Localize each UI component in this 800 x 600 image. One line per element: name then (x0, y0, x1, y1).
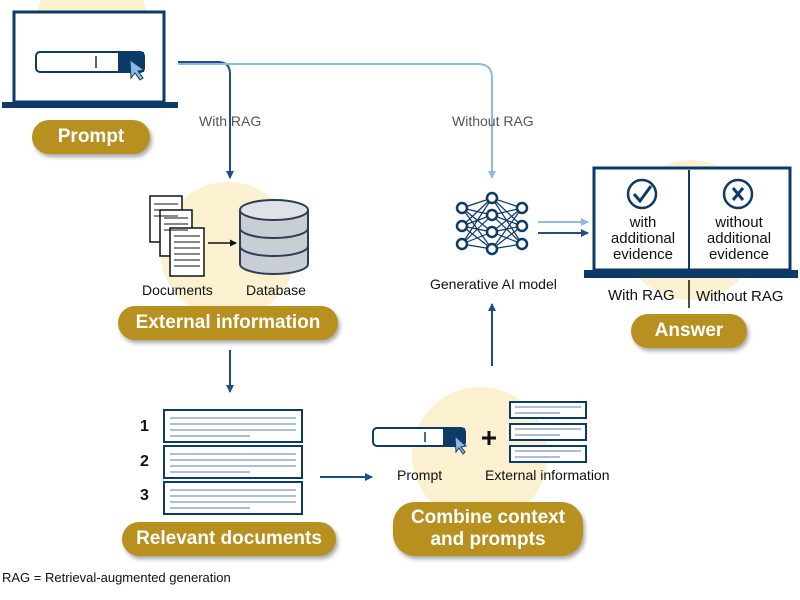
rag-definition: RAG = Retrieval-augmented generation (2, 570, 231, 585)
prompt-laptop-icon (2, 10, 178, 108)
rank-1: 1 (140, 418, 149, 435)
relevant-documents-pill: Relevant documents (122, 522, 336, 556)
database-label: Database (246, 282, 306, 298)
x-icon (722, 178, 754, 210)
answer-laptop-icon (584, 166, 798, 308)
database-icon (239, 199, 309, 275)
prompt-small-label: Prompt (397, 467, 443, 483)
answer-pill: Answer (631, 314, 747, 348)
combine-pill: Combine context and prompts (393, 502, 583, 556)
prompt-bar-icon (372, 427, 468, 455)
external-information-small-label: External information (485, 467, 610, 483)
without-rag-arrow (178, 63, 496, 179)
answer-without-evidence-text: without additional evidence (706, 214, 772, 263)
rank-3: 3 (140, 487, 149, 504)
with-rag-label: With RAG (199, 113, 262, 129)
answer-with-evidence-text: with additional evidence (610, 214, 676, 263)
relevant-doc-bars (163, 409, 303, 515)
generative-ai-model-label: Generative AI model (430, 276, 557, 292)
external-info-stack-icon (509, 401, 587, 463)
without-rag-label: Without RAG (452, 113, 534, 129)
rank-2: 2 (140, 453, 149, 470)
documents-icon (149, 195, 205, 277)
check-icon (626, 178, 658, 210)
answer-with-rag-caption: With RAG (608, 287, 675, 304)
external-information-pill: External information (118, 306, 338, 340)
documents-label: Documents (142, 282, 213, 298)
plus-icon (482, 431, 496, 445)
neural-network-icon (455, 191, 529, 256)
halo-combine (412, 387, 548, 523)
answer-without-rag-caption: Without RAG (696, 288, 784, 305)
prompt-pill: Prompt (32, 120, 150, 154)
